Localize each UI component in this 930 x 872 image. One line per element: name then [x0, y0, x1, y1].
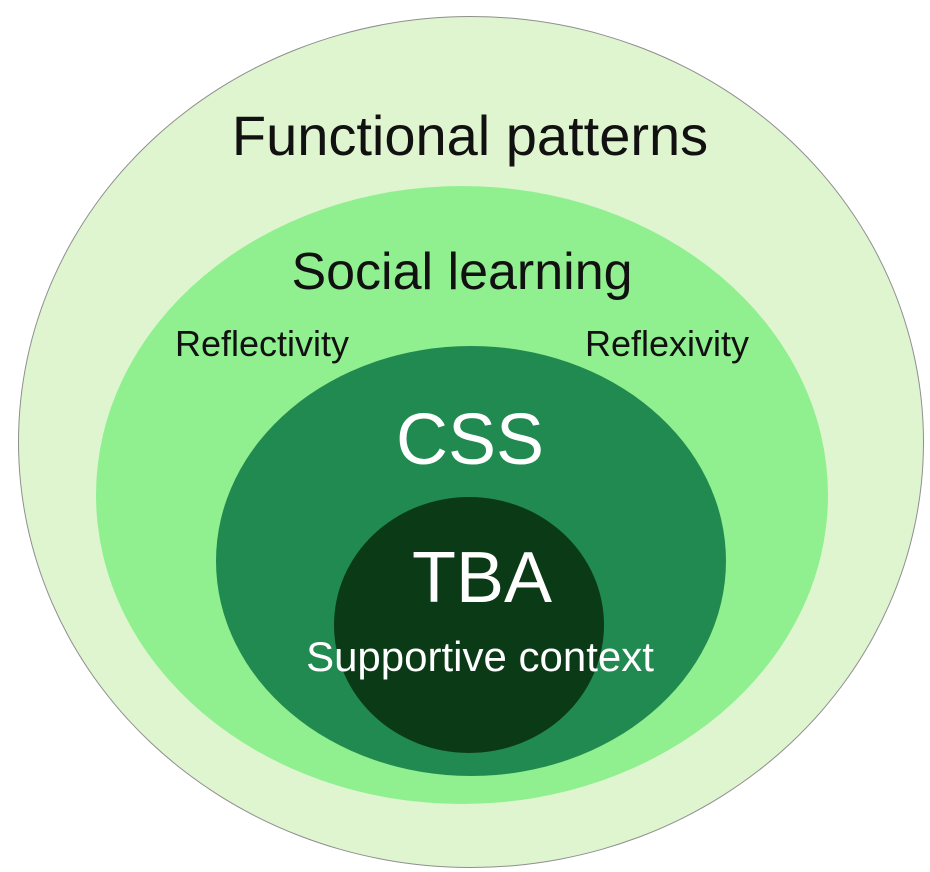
reflexivity-label: Reflexivity — [584, 323, 750, 364]
functional-patterns-label: Functional patterns — [231, 104, 709, 167]
supportive-context-label: Supportive context — [306, 633, 654, 680]
css-label: CSS — [395, 400, 545, 480]
reflectivity-label: Reflectivity — [174, 323, 350, 364]
social-learning-label: Social learning — [291, 243, 633, 301]
tba-label: TBA — [411, 538, 553, 618]
tba-ellipse — [334, 497, 604, 753]
